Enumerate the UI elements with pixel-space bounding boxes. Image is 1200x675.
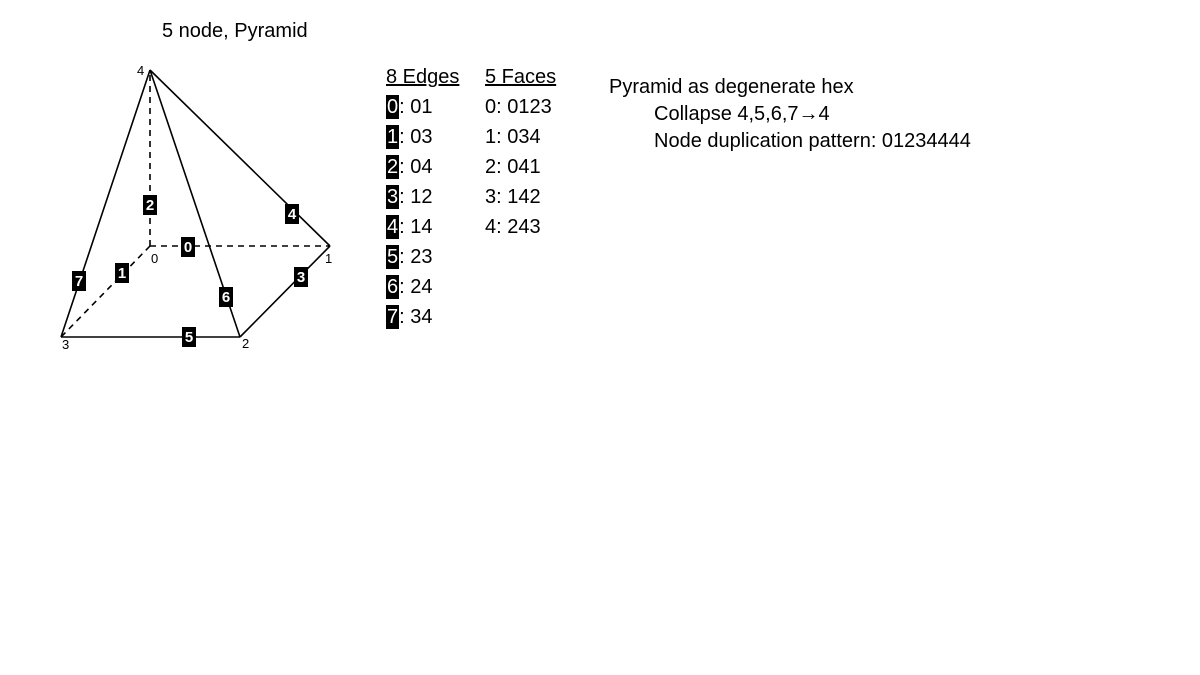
degenerate-hex-notes: Pyramid as degenerate hex Collapse 4,5,6… bbox=[609, 74, 971, 155]
edge-tag-1-text: 1 bbox=[118, 265, 126, 282]
face-number: 4 bbox=[485, 216, 497, 238]
notes-heading: Pyramid as degenerate hex bbox=[609, 76, 854, 98]
edge-nodes: 24 bbox=[410, 276, 433, 298]
edge-line-3 bbox=[239, 245, 331, 338]
edge-row: 1: 03 bbox=[386, 125, 433, 149]
face-row: 2: 041 bbox=[485, 156, 541, 178]
edge-line-7 bbox=[60, 69, 151, 338]
diagram-title: 5 node, Pyramid bbox=[162, 20, 308, 42]
face-nodes: 034 bbox=[507, 126, 541, 148]
edges-header: 8 Edges bbox=[386, 66, 460, 88]
edge-tag-3-text: 3 bbox=[297, 269, 305, 286]
edge-number-badge: 7 bbox=[386, 305, 400, 329]
hidden-edges bbox=[60, 70, 330, 338]
edge-tag-2-text: 2 bbox=[146, 197, 154, 214]
edge-row: 2: 04 bbox=[386, 155, 433, 179]
edge-tag-0: 0 bbox=[181, 237, 195, 257]
edge-nodes: 01 bbox=[410, 96, 433, 118]
edge-tag-6-text: 6 bbox=[222, 289, 230, 306]
edge-tag-2: 2 bbox=[143, 195, 157, 215]
edge-row: 7: 34 bbox=[386, 305, 433, 329]
edge-line-1 bbox=[60, 245, 151, 338]
node-label-3: 3 bbox=[62, 337, 69, 352]
edge-tag-5-text: 5 bbox=[185, 329, 193, 346]
edge-tag-7-text: 7 bbox=[75, 273, 83, 290]
edge-line-4 bbox=[149, 69, 331, 247]
face-nodes: 041 bbox=[507, 156, 541, 178]
face-number: 0 bbox=[485, 96, 497, 118]
face-row: 3: 142 bbox=[485, 186, 541, 208]
face-number: 2 bbox=[485, 156, 497, 178]
edge-tag-5: 5 bbox=[182, 327, 196, 347]
edge-nodes: 12 bbox=[410, 186, 433, 208]
edge-tag-3: 3 bbox=[294, 267, 308, 287]
faces-header: 5 Faces bbox=[485, 66, 557, 88]
edge-number-badge: 1 bbox=[386, 125, 400, 149]
face-nodes: 0123 bbox=[507, 96, 552, 118]
edge-nodes: 23 bbox=[410, 246, 433, 268]
face-nodes: 243 bbox=[507, 216, 541, 238]
edge-nodes: 34 bbox=[410, 306, 433, 328]
edge-nodes: 03 bbox=[410, 126, 433, 148]
face-nodes: 142 bbox=[507, 186, 541, 208]
face-row: 1: 034 bbox=[485, 126, 541, 148]
edge-tag-0-text: 0 bbox=[184, 239, 192, 256]
edge-nodes: 04 bbox=[410, 156, 433, 178]
edge-number-badge: 5 bbox=[386, 245, 400, 269]
edge-row: 4: 14 bbox=[386, 215, 433, 239]
face-number: 1 bbox=[485, 126, 497, 148]
edge-tag-7: 7 bbox=[72, 271, 86, 291]
edge-number-badge: 2 bbox=[386, 155, 400, 179]
node-label-2: 2 bbox=[242, 336, 249, 351]
edge-row: 0: 01 bbox=[386, 95, 433, 119]
face-number: 3 bbox=[485, 186, 497, 208]
edge-tag-4: 4 bbox=[285, 204, 299, 224]
edge-tag-4-text: 4 bbox=[288, 206, 297, 223]
collapse-note: Collapse 4,5,6,7→4 bbox=[654, 103, 830, 125]
edge-number-badge: 3 bbox=[386, 185, 400, 209]
node-label-4: 4 bbox=[137, 63, 144, 78]
edge-number-badge: 6 bbox=[386, 275, 400, 299]
visible-edges bbox=[60, 69, 331, 338]
edge-tag-1: 1 bbox=[115, 263, 129, 283]
faces-list: 5 Faces 0: 0123 1: 034 2: 041 3: 142 4: … bbox=[485, 62, 556, 242]
edge-tag-6: 6 bbox=[219, 287, 233, 307]
node-label-1: 1 bbox=[325, 251, 332, 266]
edge-number-badge: 0 bbox=[386, 95, 400, 119]
edge-row: 5: 23 bbox=[386, 245, 433, 269]
duplication-pattern-note: Node duplication pattern: 01234444 bbox=[654, 130, 971, 152]
edge-row: 3: 12 bbox=[386, 185, 433, 209]
face-row: 0: 0123 bbox=[485, 96, 552, 118]
face-row: 4: 243 bbox=[485, 216, 541, 238]
edge-number-badge: 4 bbox=[386, 215, 400, 239]
node-label-0: 0 bbox=[151, 251, 158, 266]
edge-nodes: 14 bbox=[410, 216, 433, 238]
edge-row: 6: 24 bbox=[386, 275, 433, 299]
edges-list: 8 Edges 0: 01 1: 03 2: 04 3: 12 4: 14 5:… bbox=[386, 62, 459, 332]
